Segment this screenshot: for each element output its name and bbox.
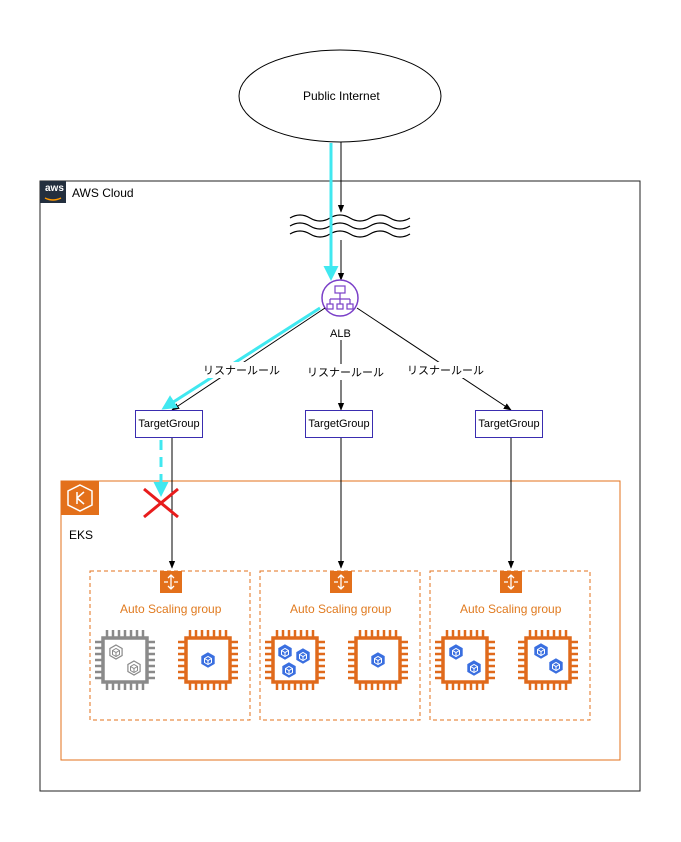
listener-rule-label-1: リスナールール — [203, 362, 280, 378]
internet-gateway-waves-icon — [289, 214, 411, 238]
aws-cloud-container — [39, 180, 641, 792]
public-internet-node — [238, 49, 442, 143]
asg-label-2: Auto Scaling group — [290, 602, 392, 616]
ec2-instance-icon — [435, 630, 495, 690]
listener-rule-label-2: リスナールール — [307, 364, 384, 380]
listener-rule-label-3: リスナールール — [407, 362, 484, 378]
ec2-instance-icon — [518, 630, 578, 690]
alb-to-tg1-link — [171, 307, 326, 411]
ec2-instance-icon — [95, 630, 155, 690]
aws-logo-icon — [40, 181, 66, 203]
alb-to-tg3-link — [356, 307, 512, 411]
ec2-instance-icon — [178, 630, 238, 690]
eks-label: EKS — [69, 528, 94, 542]
alb-icon — [321, 279, 359, 317]
asg-label-3: Auto Scaling group — [460, 602, 562, 616]
public-internet-label: Public Internet — [303, 89, 380, 103]
alb-label: ALB — [330, 328, 351, 340]
ec2-instance-icon — [265, 630, 325, 690]
ec2-instance-icon — [348, 630, 408, 690]
auto-scaling-icon — [330, 571, 352, 593]
target-group-1[interactable]: TargetGroup — [135, 410, 203, 438]
target-group-2[interactable]: TargetGroup — [305, 410, 373, 438]
aws-cloud-label: AWS Cloud — [72, 186, 134, 200]
highlight-path-alb-to-tg1 — [161, 306, 321, 410]
auto-scaling-icon — [160, 571, 182, 593]
target-group-3[interactable]: TargetGroup — [475, 410, 543, 438]
eks-icon — [61, 481, 99, 515]
asg-label-1: Auto Scaling group — [120, 602, 222, 616]
blocked-x-icon — [143, 487, 179, 519]
aws-logo-text: aws — [45, 183, 64, 194]
auto-scaling-icon — [500, 571, 522, 593]
